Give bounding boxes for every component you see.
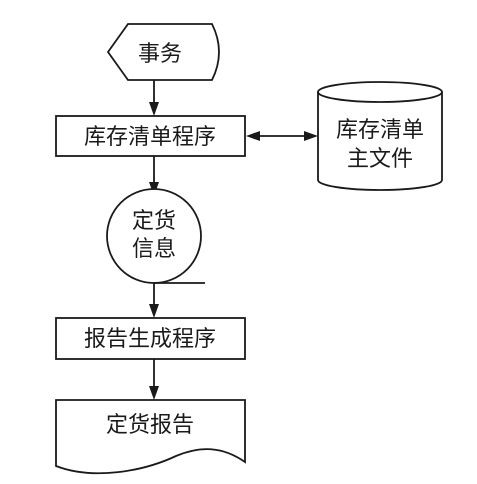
report-program-label: 报告生成程序: [84, 327, 216, 352]
order-info-label-line1: 定货: [132, 209, 176, 234]
node-report-program: 报告生成程序: [55, 317, 246, 360]
node-transaction: 事务: [106, 23, 220, 81]
process-box: [55, 115, 246, 157]
arrow-transaction-to-inventory: [149, 80, 159, 116]
node-inventory-program: 库存清单程序: [55, 115, 246, 157]
arrow-bidirectional-master-file: [246, 131, 318, 141]
order-info-label-line2: 信息: [132, 237, 176, 262]
master-file-label-line2: 主文件: [347, 147, 413, 172]
node-master-file: 库存清单 主文件: [317, 81, 443, 191]
tape-circle: [106, 188, 202, 284]
order-report-label: 定货报告: [106, 413, 194, 438]
node-order-report: 定货报告: [55, 399, 246, 475]
process-box: [55, 317, 246, 360]
cylinder-body: [317, 81, 443, 191]
cylinder-top-rim: [317, 91, 443, 103]
transaction-label: 事务: [138, 42, 182, 67]
arrow-report-to-document: [149, 359, 159, 400]
master-file-label-line1: 库存清单: [336, 118, 424, 143]
inventory-program-label: 库存清单程序: [84, 125, 216, 150]
node-order-info: 定货 信息: [106, 188, 205, 284]
display-shape: [106, 23, 220, 81]
arrow-order-info-to-report: [149, 283, 159, 318]
document-shape: [55, 399, 246, 475]
